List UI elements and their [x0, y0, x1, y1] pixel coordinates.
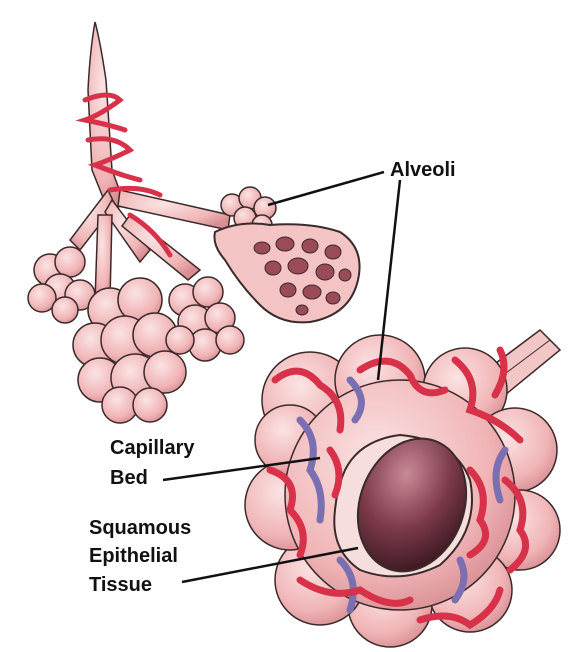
label-squamous-line2: Epithelial: [89, 545, 178, 567]
label-alveoli: Alveoli: [390, 159, 456, 181]
label-squamous-line1: Squamous: [89, 517, 191, 539]
label-capillary-line1: Capillary: [110, 437, 195, 459]
label-capillary-line2: Bed: [110, 467, 148, 489]
alveolus-closeup: [245, 330, 560, 647]
leader-alveoli-upper: [268, 172, 384, 205]
alveolar-sac-left: [28, 247, 95, 323]
label-squamous-line3: Tissue: [89, 574, 152, 596]
alveolar-sac-middle: [166, 277, 244, 361]
alveolar-sac-cutaway: [214, 224, 359, 323]
